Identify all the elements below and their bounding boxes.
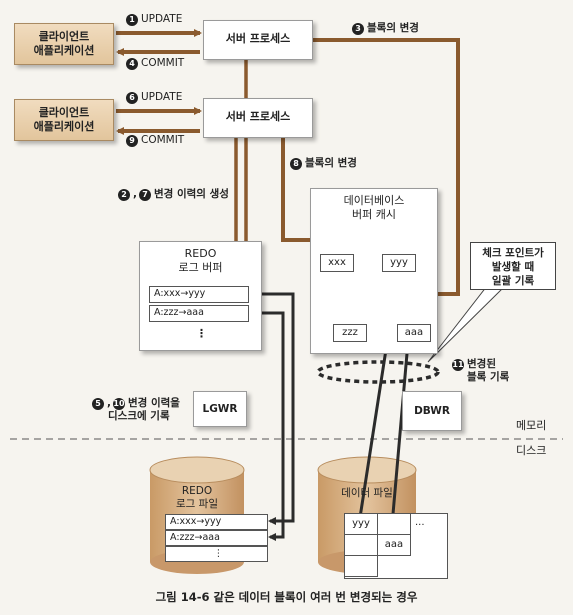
db-cache-line2: 버퍼 캐시 [352, 208, 396, 221]
step-5-number: 5 [92, 398, 104, 410]
step-1-number: 1 [126, 14, 138, 26]
lgwr-label: LGWR [202, 403, 238, 415]
block-write-arrow-aaa [387, 341, 410, 539]
step-11-line1: 변경된 [467, 358, 496, 370]
redo-file-line2: 로그 파일 [176, 498, 218, 510]
cache-block-aaa: aaa [397, 324, 431, 342]
data-file-block-empty-2 [344, 555, 378, 577]
redo-file-title: REDO 로그 파일 [150, 485, 244, 511]
step-4-number: 4 [126, 58, 138, 70]
step-6-number: 6 [126, 92, 138, 104]
server-process-2: 서버 프로세스 [203, 98, 313, 138]
redo-buffer-more: ⋮ [196, 327, 207, 340]
server-process-1: 서버 프로세스 [203, 20, 313, 60]
step-9-number: 9 [126, 135, 138, 147]
cache-block-zzz: zzz [333, 324, 367, 342]
redo-file-row-1: A:xxx→yyy [165, 514, 268, 530]
step-10-number: 10 [113, 398, 125, 410]
step-2-number: 2 [118, 189, 130, 201]
redo-write-arrow-2 [250, 311, 285, 541]
data-file-block-aaa: aaa [377, 534, 411, 556]
dbwr-process: DBWR [402, 391, 462, 431]
step-5-10-line1: 변경 이력을 [128, 397, 180, 409]
data-file-title: 데이터 파일 [341, 487, 393, 499]
step-5-10-line2: 디스크에 기록 [108, 410, 170, 422]
step-11-number: 11 [452, 359, 464, 371]
cache-block-yyy: yyy [382, 254, 416, 272]
redo-file-more: ⋮ [213, 548, 224, 559]
checkpoint-callout-pointer [427, 285, 507, 363]
client-1-line1: 클라이언트 [38, 30, 90, 43]
client-1-line2: 애플리케이션 [33, 44, 95, 57]
client-2-line1: 클라이언트 [38, 106, 90, 119]
data-file-grid: yyy aaa ... [344, 513, 448, 579]
redo-buffer-row-1: A:xxx→yyy [149, 286, 249, 303]
db-cache-line1: 데이터베이스 [343, 194, 405, 207]
checkpoint-note-line3: 일괄 기록 [491, 275, 535, 287]
data-file-more: ... [415, 517, 425, 528]
step-3-text: 블록의 변경 [367, 22, 419, 34]
step-9-text: COMMIT [141, 134, 185, 146]
client-application-2: 클라이언트 애플리케이션 [14, 99, 114, 141]
step-8-number: 8 [290, 158, 302, 170]
redo-file-line1: REDO [181, 485, 213, 497]
data-file-block-empty-1 [344, 534, 378, 556]
server-1-label: 서버 프로세스 [225, 32, 291, 45]
step-3-number: 3 [352, 23, 364, 35]
redo-buffer-line2: 로그 버퍼 [178, 261, 223, 274]
step-11-line2: 블록 기록 [467, 371, 510, 383]
step-2-7-text: 변경 이력의 생성 [154, 188, 229, 200]
step-6-text: UPDATE [141, 91, 183, 103]
redo-buffer-row-2: A:zzz→aaa [149, 305, 249, 322]
checkpoint-note-line1: 체크 포인트가 [482, 247, 544, 259]
checkpoint-note-line2: 발생할 때 [491, 261, 535, 273]
memory-label: 메모리 [516, 419, 547, 432]
checkpoint-note: 체크 포인트가 발생할 때 일괄 기록 [470, 242, 556, 290]
checkpoint-ellipse [316, 360, 440, 384]
dbwr-label: DBWR [414, 405, 450, 417]
disk-label: 디스크 [516, 444, 547, 457]
cache-block-xxx: xxx [320, 254, 354, 272]
step-7-number: 7 [139, 189, 151, 201]
step-1-text: UPDATE [141, 13, 183, 25]
client-application-1: 클라이언트 애플리케이션 [14, 23, 114, 65]
step-8-text: 블록의 변경 [305, 157, 357, 169]
step-4-text: COMMIT [141, 57, 185, 69]
redo-buffer-line1: REDO [184, 247, 217, 260]
redo-file-row-2: A:zzz→aaa [165, 530, 268, 546]
figure-caption: 그림 14-6 같은 데이터 블록이 여러 번 변경되는 경우 [155, 590, 418, 604]
lgwr-process: LGWR [193, 391, 247, 427]
data-file-block-yyy: yyy [344, 513, 378, 535]
server-2-label: 서버 프로세스 [225, 110, 291, 123]
data-file-block-empty-3 [377, 513, 411, 535]
client-2-line2: 애플리케이션 [33, 120, 95, 133]
redo-file-row-3: ⋮ [165, 546, 268, 562]
